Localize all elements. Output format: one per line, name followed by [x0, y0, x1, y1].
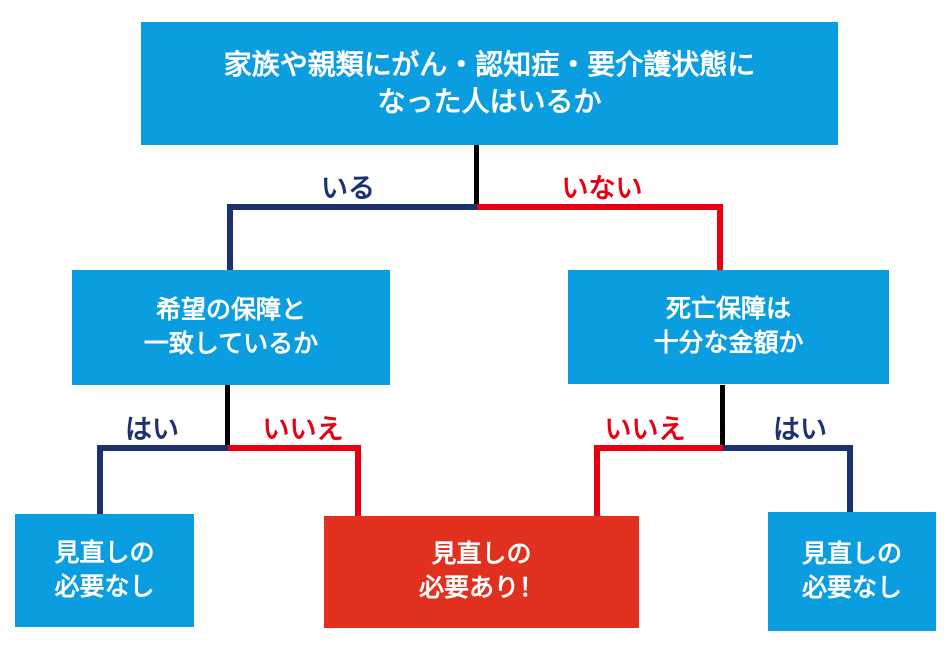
connector-right-yes-horizontal — [723, 445, 853, 451]
outcome-right-line1: 見直しの — [801, 539, 902, 568]
root-question-line2: なった人はいるか — [377, 85, 602, 117]
connector-root-left-drop — [227, 204, 233, 270]
left-question-line2: 一致しているか — [143, 329, 319, 358]
left-question-box: 希望の保障と 一致しているか — [72, 270, 390, 385]
connector-root-right-horizontal — [477, 204, 723, 210]
right-question-box: 死亡保障は 十分な金額か — [568, 270, 889, 384]
outcome-left-line1: 見直しの — [54, 538, 155, 567]
connector-left-yes-drop — [97, 445, 103, 514]
edge-label-iru: いる — [321, 173, 375, 204]
right-question-line1: 死亡保障は — [665, 295, 791, 324]
connector-left-no-horizontal — [228, 445, 361, 451]
right-question-line2: 十分な金額か — [653, 329, 804, 357]
edge-label-right-iie: いいえ — [604, 414, 686, 445]
root-question-line1: 家族や親類にがん・認知症・要介護状態に — [223, 49, 756, 81]
connector-root-right-drop — [717, 204, 723, 270]
root-question-box: 家族や親類にがん・認知症・要介護状態に なった人はいるか — [141, 22, 838, 145]
connector-right-no-drop — [594, 445, 600, 516]
outcome-right-line2: 必要なし — [801, 573, 902, 602]
connector-right-yes-drop — [847, 445, 853, 512]
outcome-center-line1: 見直しの — [431, 540, 532, 569]
connector-root-stem — [474, 145, 479, 207]
connector-left-question-stem — [225, 385, 230, 448]
edge-label-left-iie: いいえ — [262, 414, 344, 445]
outcome-center-line2: 必要あり！ — [418, 574, 544, 602]
outcome-center-box: 見直しの 必要あり！ — [324, 516, 639, 628]
connector-right-question-stem — [720, 385, 725, 448]
outcome-right-box: 見直しの 必要なし — [768, 512, 936, 631]
connector-left-no-drop — [355, 445, 361, 516]
edge-label-right-hai: はい — [773, 414, 827, 445]
outcome-left-box: 見直しの 必要なし — [15, 514, 194, 627]
edge-label-left-hai: はい — [125, 414, 179, 445]
connector-left-yes-horizontal — [97, 445, 228, 451]
connector-right-no-horizontal — [594, 445, 723, 451]
connector-root-left-horizontal — [227, 204, 477, 210]
outcome-left-line2: 必要なし — [54, 572, 155, 601]
left-question-line1: 希望の保障と — [155, 295, 306, 324]
edge-label-inai: いない — [561, 173, 643, 204]
